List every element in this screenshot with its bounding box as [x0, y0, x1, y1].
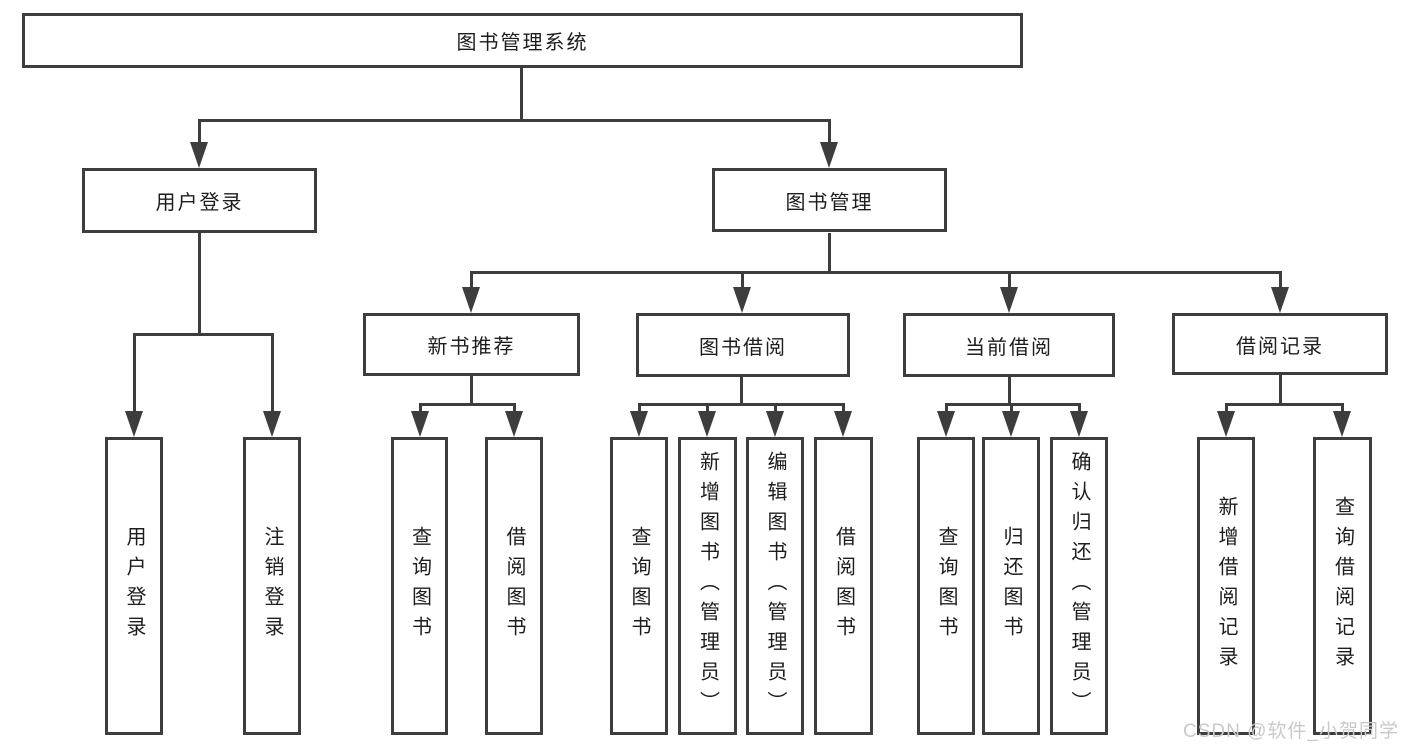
leaf-borrow-book-recommend: 借阅图书 [485, 437, 543, 735]
connector-leaf-stem [945, 403, 948, 412]
node-root: 图书管理系统 [22, 13, 1023, 68]
leaf-add-book-admin: 新增图书（管理员） [678, 437, 737, 735]
connector-to-borrow-records [1279, 271, 1282, 289]
node-new-book-recommend: 新书推荐 [363, 313, 580, 376]
arrowhead-down-icon [1000, 287, 1018, 313]
arrowhead-down-icon [820, 142, 838, 168]
arrowhead-down-icon [1002, 411, 1020, 437]
arrowhead-down-icon [1333, 411, 1351, 437]
arrowhead-down-icon [733, 287, 751, 313]
connector-to-new-book-recommend [470, 271, 473, 289]
arrowhead-down-icon [1217, 411, 1235, 437]
leaf-query-book-recommend: 查询图书 [391, 437, 448, 735]
arrowhead-down-icon [505, 411, 523, 437]
connector-new-book-branch [419, 403, 516, 406]
connector-borrow-records-branch [1225, 403, 1344, 406]
node-user-login: 用户登录 [82, 168, 317, 233]
connector-leaf-stem [419, 403, 422, 412]
arrowhead-down-icon [411, 411, 429, 437]
connector-borrow-records-stem [1279, 375, 1282, 406]
leaf-add-borrow-record: 新增借阅记录 [1197, 437, 1255, 735]
arrowhead-down-icon [462, 287, 480, 313]
node-borrow-records: 借阅记录 [1172, 313, 1388, 375]
connector-to-current-borrow [1008, 271, 1011, 289]
connector-book-management-stem [828, 233, 831, 274]
connector-to-leaf-user-login [133, 333, 136, 412]
arrowhead-down-icon [766, 411, 784, 437]
connector-root-branch [198, 119, 831, 122]
leaf-confirm-return-admin: 确认归还（管理员） [1050, 437, 1108, 735]
arrowhead-down-icon [834, 411, 852, 437]
connector-leaf-stem [1078, 403, 1081, 412]
leaf-logout: 注销登录 [243, 437, 301, 735]
connector-leaf-stem [638, 403, 641, 412]
arrowhead-down-icon [1070, 411, 1088, 437]
connector-book-borrow-stem [740, 377, 743, 406]
connector-leaf-stem [1225, 403, 1228, 412]
arrowhead-down-icon [190, 142, 208, 168]
watermark: CSDN @软件_小贺同学 [1183, 721, 1399, 742]
leaf-query-book-borrow: 查询图书 [610, 437, 668, 735]
leaf-borrow-book: 借阅图书 [814, 437, 873, 735]
arrowhead-down-icon [125, 411, 143, 437]
node-current-borrow: 当前借阅 [903, 313, 1115, 377]
connector-leaf-stem [842, 403, 845, 412]
leaf-return-book: 归还图书 [982, 437, 1040, 735]
connector-new-book-stem [470, 376, 473, 406]
leaf-query-book-current: 查询图书 [917, 437, 975, 735]
connector-leaf-stem [1341, 403, 1344, 412]
connector-to-book-borrow [741, 271, 744, 289]
connector-user-login-stem [198, 233, 201, 336]
connector-user-login-branch [133, 333, 274, 336]
node-book-management: 图书管理 [712, 168, 947, 232]
connector-current-borrow-stem [1008, 377, 1011, 406]
arrowhead-down-icon [630, 411, 648, 437]
arrowhead-down-icon [1271, 287, 1289, 313]
arrowhead-down-icon [698, 411, 716, 437]
connector-leaf-stem [1010, 403, 1013, 412]
connector-to-leaf-logout [271, 333, 274, 412]
connector-leaf-stem [513, 403, 516, 412]
connector-book-borrow-branch [638, 403, 844, 406]
connector-book-management-branch [470, 271, 1282, 274]
leaf-edit-book-admin: 编辑图书（管理员） [746, 437, 804, 735]
node-book-borrow: 图书借阅 [636, 313, 850, 377]
connector-leaf-stem [774, 403, 777, 412]
connector-to-user-login [198, 119, 201, 143]
connector-to-book-management [828, 119, 831, 143]
arrowhead-down-icon [263, 411, 281, 437]
arrowhead-down-icon [937, 411, 955, 437]
leaf-query-borrow-record: 查询借阅记录 [1313, 437, 1372, 735]
leaf-user-login: 用户登录 [105, 437, 163, 735]
connector-leaf-stem [706, 403, 709, 412]
connector-root-stem [520, 68, 523, 122]
